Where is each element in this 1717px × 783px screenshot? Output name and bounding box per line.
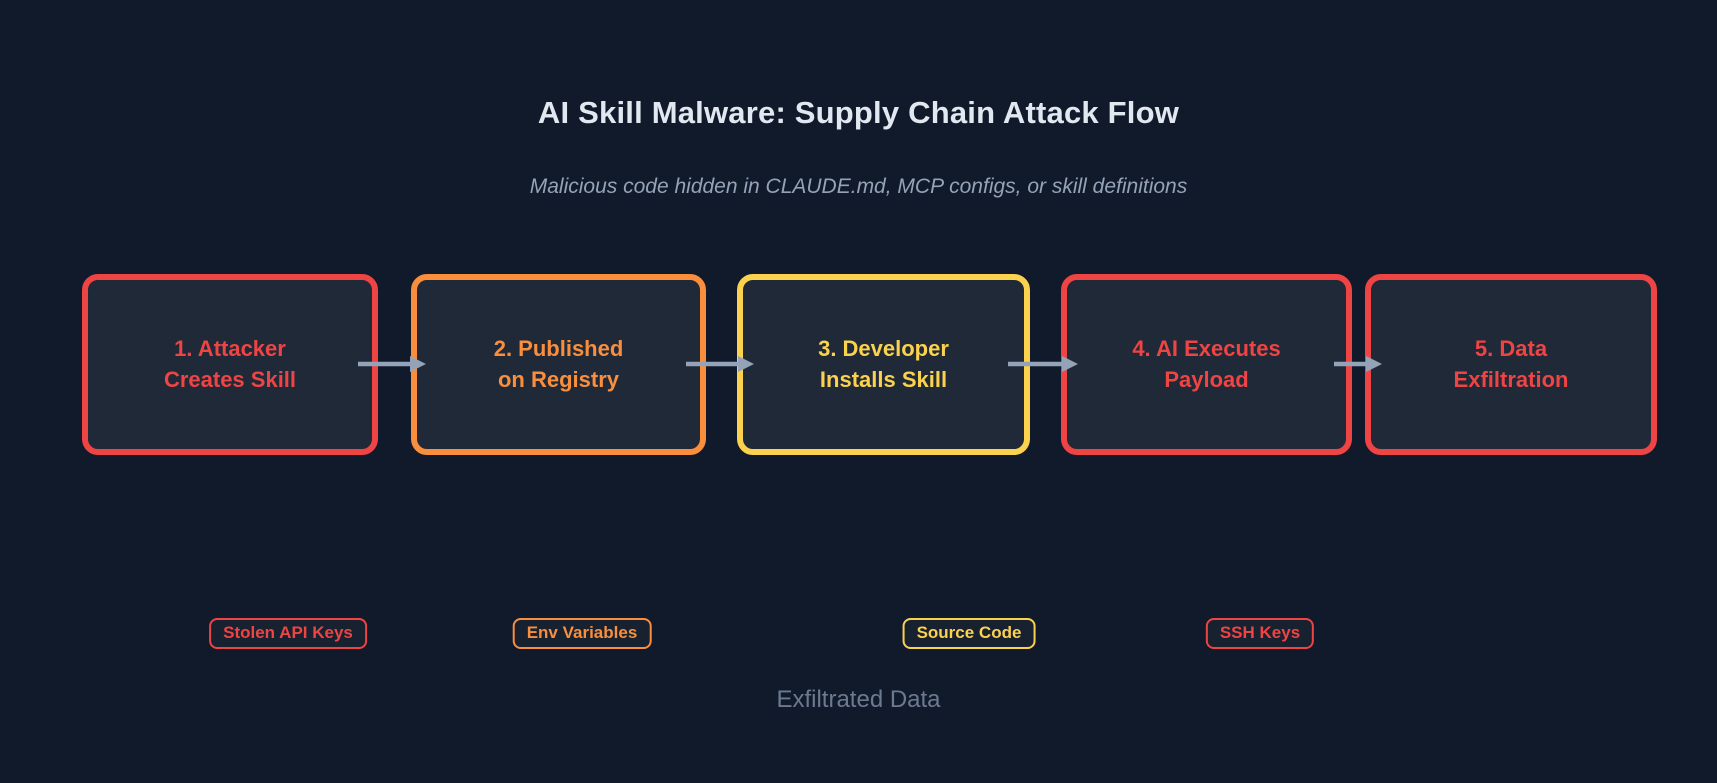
node-label-line: 1. Attacker: [174, 335, 286, 361]
badge-ssh-keys: SSH Keys: [1205, 618, 1315, 649]
arrow-right-icon: [1008, 356, 1078, 372]
node-label-line: 2. Published: [493, 335, 624, 361]
flow-node-published-on-registry: 2. Published on Registry: [411, 274, 706, 455]
arrow-right-icon: [686, 356, 754, 372]
node-label-line: 4. AI Executes: [1132, 335, 1281, 361]
flow-node-developer-installs-skill: 3. Developer Installs Skill: [737, 274, 1030, 455]
node-label-line: Payload: [1164, 366, 1249, 392]
arrow-right-icon: [1334, 356, 1382, 372]
node-label-line: Creates Skill: [163, 366, 297, 392]
diagram-subtitle: Malicious code hidden in CLAUDE.md, MCP …: [529, 175, 1188, 198]
badge-env-variables: Env Variables: [512, 618, 652, 649]
badge-stolen-api-keys: Stolen API Keys: [209, 618, 367, 649]
flow-node-data-exfiltration: 5. Data Exfiltration: [1365, 274, 1657, 455]
arrow-right-icon: [358, 356, 426, 372]
node-label-line: Installs Skill: [819, 366, 948, 392]
badge-source-code: Source Code: [902, 618, 1036, 649]
exfiltrated-data-label: Exfiltrated Data: [776, 686, 941, 713]
flow-node-ai-executes-payload: 4. AI Executes Payload: [1061, 274, 1352, 455]
node-label-line: 3. Developer: [818, 335, 949, 361]
node-label-line: on Registry: [497, 366, 620, 392]
flow-node-attacker-creates-skill: 1. Attacker Creates Skill: [82, 274, 378, 455]
node-label-line: Exfiltration: [1453, 366, 1569, 392]
page-title: AI Skill Malware: Supply Chain Attack Fl…: [537, 95, 1180, 130]
node-label-line: 5. Data: [1474, 335, 1548, 361]
